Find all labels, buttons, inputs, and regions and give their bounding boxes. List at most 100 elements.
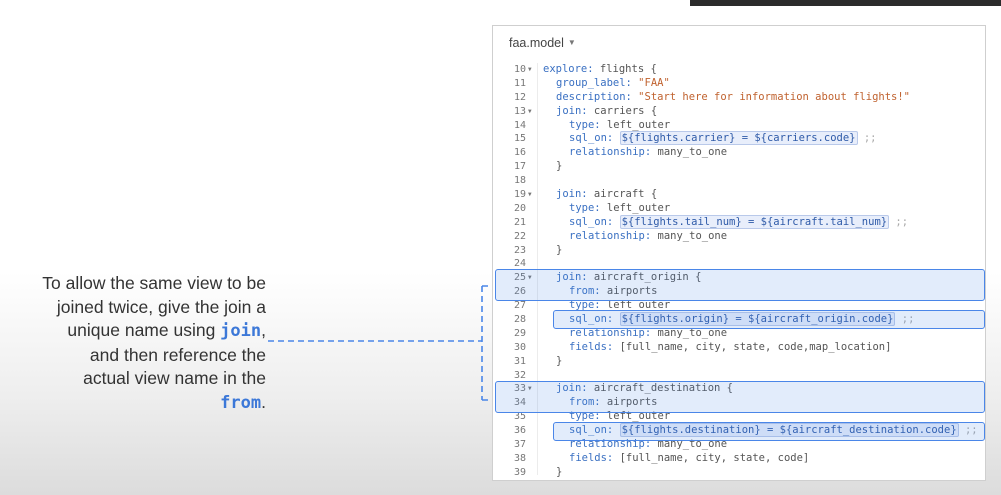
code-keyword: type: <box>569 299 601 312</box>
line-number: 26 <box>513 286 526 298</box>
line-number: 11 <box>513 77 526 89</box>
code-token: [full_name, city, state, code,map_locati… <box>613 340 892 353</box>
callout-keyword-from: from <box>220 392 262 413</box>
line-number: 17 <box>513 161 526 173</box>
line-number: 34 <box>513 397 526 409</box>
code-token: ;; <box>889 215 909 228</box>
code-line: 33▼ join: aircraft_destination { <box>493 382 985 396</box>
code-text: sql_on: ${flights.destination} = ${aircr… <box>569 423 978 438</box>
code-line: 10▼ explore: flights { <box>493 63 985 77</box>
line-number: 13 <box>513 105 526 117</box>
code-token: } <box>556 354 563 367</box>
code-text: type: left_outer <box>569 202 670 216</box>
code-token: left_outer <box>600 118 671 131</box>
code-text: type: left_outer <box>569 410 670 424</box>
code-token <box>613 216 619 228</box>
line-number: 23 <box>513 244 526 256</box>
code-keyword: group_label: <box>556 76 632 89</box>
code-keyword: sql_on: <box>569 313 614 326</box>
code-keyword: from: <box>569 396 601 409</box>
code-text: join: aircraft_destination { <box>556 382 733 396</box>
fold-toggle-icon[interactable]: ▼ <box>528 274 532 282</box>
code-keyword: type: <box>569 201 601 214</box>
code-token: ;; <box>895 313 915 326</box>
code-text: } <box>556 160 562 174</box>
line-number: 30 <box>513 341 526 353</box>
code-text: } <box>556 244 562 258</box>
file-name: faa.model <box>509 36 564 50</box>
code-token: ;; <box>958 424 978 437</box>
code-text: type: left_outer <box>569 299 670 313</box>
code-token: left_outer <box>600 410 671 423</box>
code-reference: ${flights.tail_num} = ${aircraft.tail_nu… <box>619 214 890 229</box>
code-token: aircraft { <box>587 188 658 201</box>
code-keyword: sql_on: <box>569 424 614 437</box>
code-token <box>613 132 619 144</box>
highlight-sql-on-destination <box>553 422 985 441</box>
line-number: 12 <box>513 91 526 103</box>
callout-keyword-join: join <box>220 321 262 341</box>
code-keyword: description: <box>556 90 632 103</box>
code-line: 25▼join: aircraft_origin { <box>493 271 985 285</box>
line-number: 19 <box>513 189 526 201</box>
fold-toggle-icon[interactable]: ▼ <box>528 66 532 73</box>
code-token: ;; <box>857 132 877 145</box>
line-number: 20 <box>513 202 526 214</box>
code-text: group_label: "FAA" <box>556 77 670 91</box>
code-token: flights { <box>593 63 657 75</box>
highlight-sql-on-origin <box>553 310 985 329</box>
top-title-strip <box>690 0 1001 6</box>
highlight-join-name-destination <box>495 381 985 413</box>
code-text: fields: [full_name, city, state, code,ma… <box>569 341 891 355</box>
callout-text-segment: , <box>261 320 266 340</box>
code-token: left_outer <box>600 299 671 312</box>
file-tab[interactable]: faa.model▼ <box>509 36 576 50</box>
line-number: 14 <box>513 119 526 131</box>
callout-text: To allow the same view to be joined twic… <box>0 272 266 415</box>
chevron-down-icon[interactable]: ▼ <box>567 38 576 47</box>
code-keyword: from: <box>569 285 601 298</box>
code-text: relationship: many_to_one <box>569 438 727 452</box>
code-keyword: relationship: <box>569 438 652 451</box>
code-text: sql_on: ${flights.origin} = ${aircraft_o… <box>569 312 915 327</box>
code-text: fields: [full_name, city, state, code] <box>569 452 809 466</box>
callout-line: unique name using join, <box>0 319 266 344</box>
fold-toggle-icon[interactable]: ▼ <box>528 107 532 115</box>
code-reference: ${flights.carrier} = ${carriers.code} <box>619 131 858 146</box>
code-line: 30 fields: [full_name, city, state, code,… <box>493 341 985 355</box>
fold-toggle-icon[interactable]: ▼ <box>528 385 532 393</box>
callout-line: To allow the same view to be <box>42 273 266 293</box>
code-keyword: sql_on: <box>569 215 614 228</box>
fold-toggle-icon[interactable]: ▼ <box>528 191 532 199</box>
code-string: "FAA" <box>631 76 670 89</box>
line-number: 21 <box>513 216 526 228</box>
code-token: carriers { <box>587 104 658 117</box>
code-line: 32 <box>493 369 985 383</box>
line-number: 33 <box>513 383 526 395</box>
code-text: sql_on: ${flights.tail_num} = ${aircraft… <box>569 214 909 230</box>
code-keyword: join: <box>556 271 588 284</box>
code-token: } <box>556 243 563 256</box>
code-keyword: fields: <box>569 451 614 464</box>
code-token: many_to_one <box>651 146 728 159</box>
code-token: airports <box>600 396 658 409</box>
line-number: 16 <box>513 147 526 159</box>
callout-line: joined twice, give the join a <box>56 296 266 317</box>
code-keyword: explore: <box>543 63 594 75</box>
code-keyword: relationship: <box>569 326 652 339</box>
code-line: 20 type: left_outer <box>493 202 985 216</box>
code-keyword: join: <box>556 104 588 117</box>
line-number: 10 <box>513 64 526 75</box>
code-line: 19▼join: aircraft { <box>493 188 985 202</box>
highlight-join-name-origin <box>495 269 985 301</box>
callout-line: and then reference the <box>89 344 266 365</box>
code-token: many_to_one <box>651 229 728 242</box>
